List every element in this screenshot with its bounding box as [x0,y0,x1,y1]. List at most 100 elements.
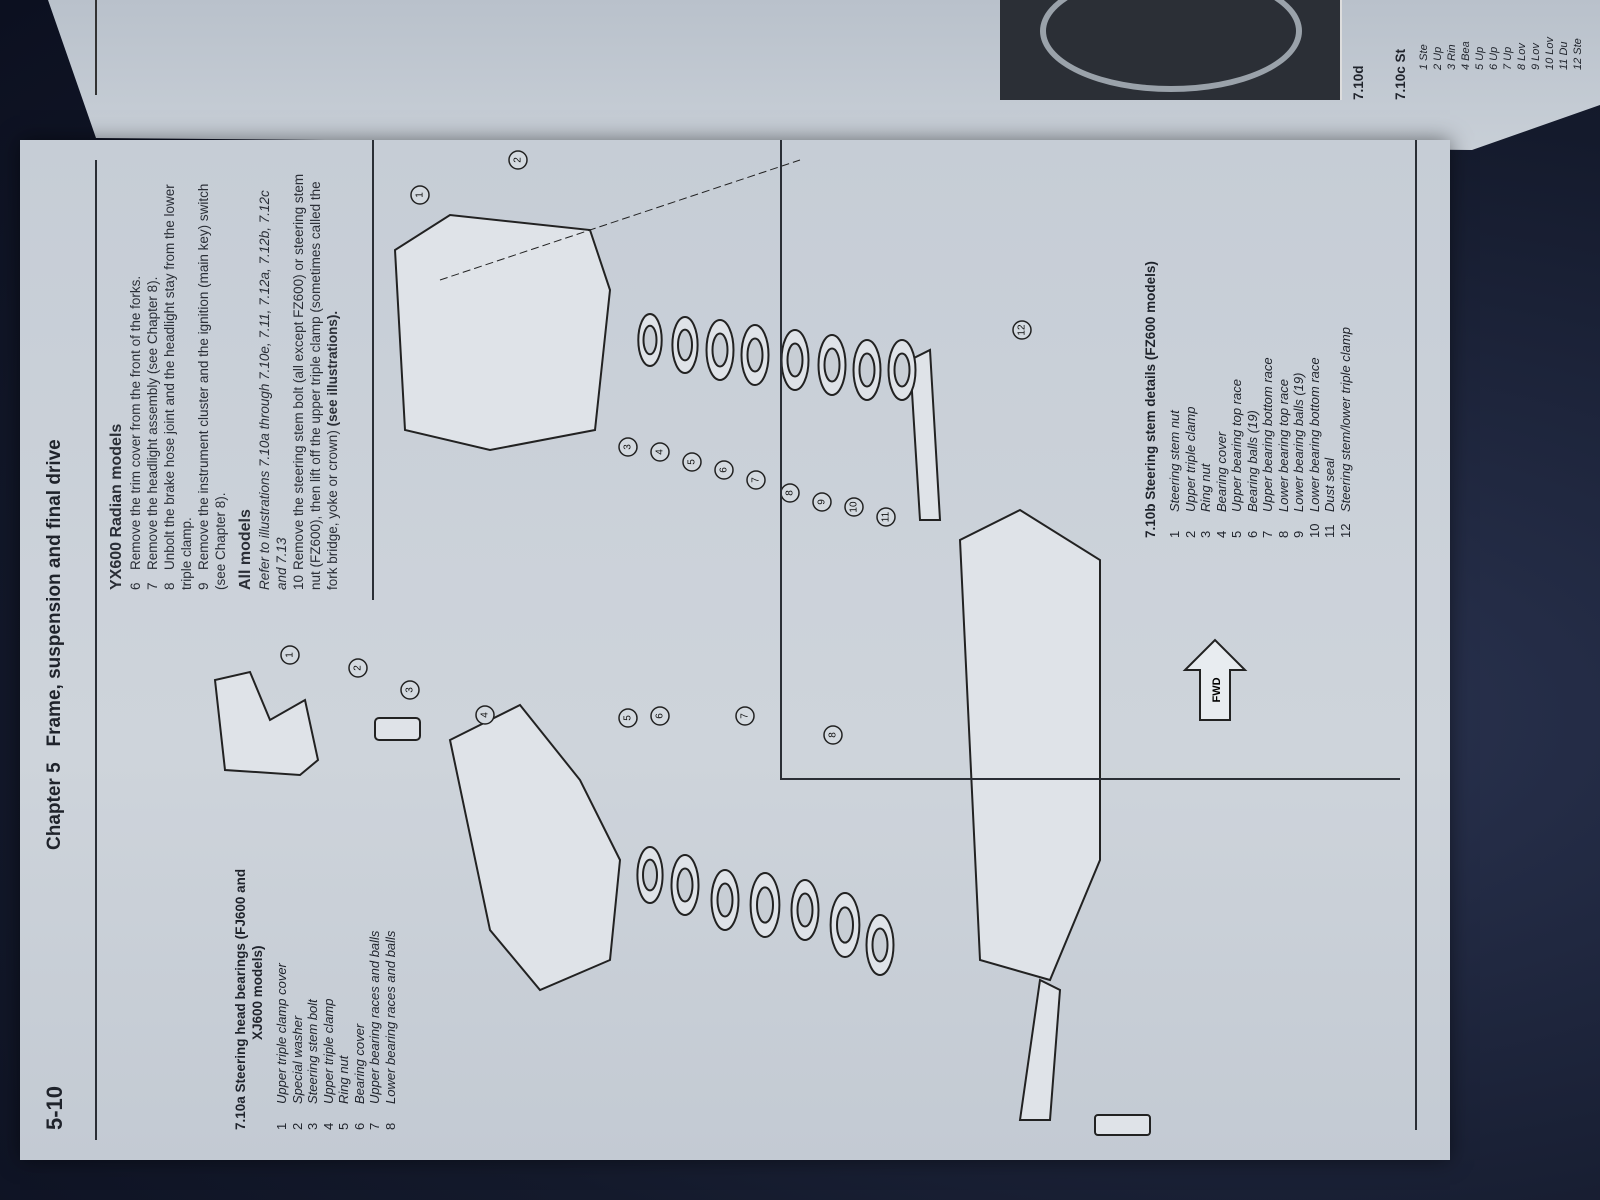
figure-c-caption: 7.10c St [1393,48,1408,100]
figure-b-caption: 7.10b Steering stem details (FZ600 model… [1143,261,1158,538]
facing-legend-item: 9 Lov [1530,43,1542,70]
facing-legend-item: 10 Lov [1544,36,1556,70]
legend-item: 3Ring nut [1198,463,1213,538]
facing-legend-item: 5 Up [1474,46,1486,70]
callout-8: 8 [780,483,800,503]
legend-item: 12Steering stem/lower triple clamp [1337,327,1353,538]
callout-6: 6 [650,706,670,726]
svg-text:12: 12 [1017,324,1028,336]
legend-item: 2Special washer [289,1015,305,1130]
facing-legend-item: 2 Up [1432,46,1444,70]
svg-text:10: 10 [849,501,860,513]
facing-page-rule [95,0,97,95]
svg-text:3: 3 [623,444,634,450]
column-divider [780,778,1400,780]
fz-lower-clamp-part [958,508,1101,982]
figure-d-caption: 7.10d [1351,65,1366,100]
bearing-ring-part-hole [786,342,804,378]
callout-10: 10 [844,497,864,517]
callout-12: 12 [1012,320,1032,340]
legend-item: 8Lower bearing top race [1275,379,1291,538]
callout-2: 2 [508,150,528,170]
legend-item: 6Bearing balls (19) [1244,410,1260,538]
bearing-ring-part-hole [711,332,729,368]
legend-item: 8Lower bearing races and balls [382,930,398,1130]
svg-text:4: 4 [480,712,491,718]
bearing-ring-part-hole [676,867,694,903]
legend-item: 7Upper bearing bottom race [1260,357,1275,538]
callout-3: 3 [618,437,638,457]
facing-legend-item: 4 Bea [1460,41,1472,70]
legend-item: 4Upper triple clamp [320,998,336,1131]
fz-stem-part [908,348,942,521]
manual-page: 5-10 Chapter 5 Frame, suspension and fin… [20,140,1450,1160]
bearing-ring-part-hole [871,927,889,963]
facing-legend-item: 8 Lov [1516,43,1528,70]
steering-stem-bolt-part [374,717,421,741]
fwd-label: FWD [1211,677,1223,702]
bearing-ring-part-hole [796,892,814,928]
callout-3: 3 [400,680,420,700]
callout-1: 1 [280,645,300,665]
bearing-ring-part-hole [716,882,734,918]
figure-divider [780,140,782,780]
svg-text:4: 4 [655,449,666,455]
facing-legend-item: 11 Du [1558,41,1570,70]
diagram-7-10b [393,159,1101,1121]
svg-text:6: 6 [655,713,666,719]
callout-7: 7 [746,470,766,490]
legend-item: 4Bearing cover [1213,431,1229,538]
callout-4: 4 [650,442,670,462]
bearing-ring-part-hole [823,347,841,383]
callout-4: 4 [475,705,495,725]
facing-legend-item: 12 Ste [1572,38,1584,70]
svg-text:7: 7 [740,713,751,719]
callout-2: 2 [348,658,368,678]
legend-item: 5Upper bearing top race [1229,379,1244,538]
facing-legend-item: 1 Ste [1418,44,1430,70]
svg-text:5: 5 [687,459,698,465]
callout-9: 9 [812,492,832,512]
legend-item: 1Upper triple clamp cover [274,963,289,1130]
svg-text:2: 2 [513,157,524,163]
callout-7: 7 [735,706,755,726]
callout-11: 11 [876,507,896,527]
callout-8: 8 [823,725,843,745]
bearing-ring-part-hole [642,324,658,356]
svg-text:8: 8 [828,732,839,738]
legend-item: 7Upper bearing races and balls [367,930,382,1130]
legend-item: 1Steering stem nut [1167,410,1182,538]
callout-5: 5 [682,452,702,472]
fz-bracket-part [1018,978,1062,1121]
bearing-ring-part-hole [746,337,764,373]
callout-1: 1 [410,185,430,205]
upper-clamp-cover-part [213,670,320,777]
facing-page-photo [1000,0,1342,100]
bearing-ring-part-hole [836,906,854,944]
svg-text:7: 7 [751,477,762,483]
svg-text:1: 1 [285,652,296,658]
legend-item: 5Ring nut [336,1055,351,1130]
figure-a-caption: 7.10a Steering head bearings (FJ600 and [233,868,248,1130]
fz-upper-clamp-part [393,213,612,452]
figure-a-caption-block: 7.10a Steering head bearings (FJ600 and … [232,790,398,1130]
bolt-part [1094,1114,1151,1136]
svg-text:11: 11 [881,511,892,522]
bearing-ring-part-hole [756,886,774,924]
svg-text:1: 1 [415,192,426,198]
page-bottom-rule [1415,140,1417,1130]
svg-text:3: 3 [405,687,416,693]
legend-item: 10Lower bearing bottom race [1306,357,1322,538]
facing-legend-item: 7 Up [1502,46,1514,70]
fwd-arrow-icon: FWD [1182,638,1248,721]
legend-item: 3Steering stem bolt [305,999,320,1130]
bolt-axis-line [439,159,801,281]
svg-text:9: 9 [817,499,828,505]
legend-item: 11Dust seal [1322,457,1337,538]
diagram-7-10a [213,670,1151,1136]
facing-legend-item: 6 Up [1488,46,1500,70]
svg-text:2: 2 [353,665,364,671]
bearing-ring-part-hole [677,328,693,362]
